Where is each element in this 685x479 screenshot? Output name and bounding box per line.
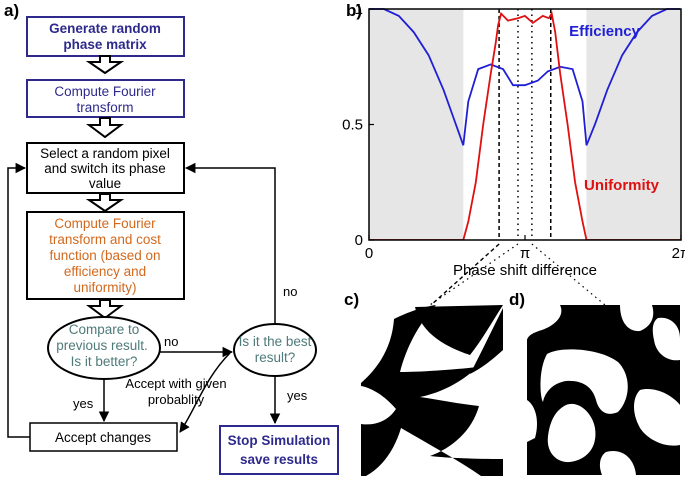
edge-label-no-2: no (283, 284, 297, 299)
select-pixel-line2: and switch its phase (44, 161, 166, 176)
cost-function-box (26, 211, 185, 300)
connector-dotted-c (429, 243, 519, 306)
generate-matrix-box (26, 16, 185, 57)
best-result-line1: Is it the best (239, 334, 312, 349)
hollow-arrow-2 (86, 117, 124, 139)
edge-label-prob-line2: probablity (148, 392, 205, 407)
accept-changes-box (29, 422, 178, 452)
edge-label-no-1: no (164, 334, 178, 349)
hollow-arrow-4 (86, 299, 124, 320)
compare-line3: Is it better? (71, 354, 138, 369)
phase-pattern-c (361, 305, 503, 476)
stop-simulation-line1: Stop Simulation (228, 433, 331, 448)
edge-label-yes-2: yes (287, 388, 308, 403)
shaded-region-1 (586, 9, 681, 240)
generate-matrix-line1: Generate random (49, 21, 161, 36)
fourier-transform-box (26, 79, 185, 118)
compare-line2: previous result. (56, 338, 148, 353)
accept-changes-label: Accept changes (55, 430, 151, 445)
series-line-efficiency (369, 8, 680, 146)
hollow-arrow-1 (85, 55, 125, 75)
cost-function-line4: efficiency and (64, 264, 146, 279)
connector-to-c (430, 243, 500, 306)
cost-function-line5: uniformity) (73, 280, 136, 295)
y-tick-label-2: 1 (355, 1, 363, 18)
arrow-accept-loop (7, 162, 30, 438)
series-line-uniformity (369, 11, 680, 240)
panel-label-c: c) (344, 290, 359, 309)
legend-uniformity: Uniformity (584, 177, 660, 194)
arrow-accept-probability (179, 352, 231, 433)
panel-label-a: a) (4, 1, 19, 20)
panel-label-d: d) (509, 290, 525, 309)
edge-label-prob-line1: Accept with given (125, 376, 226, 391)
y-tick-label-0: 0 (355, 232, 363, 249)
x-tick-label-1: π (520, 245, 530, 262)
cost-function-line1: Compute Fourier (54, 216, 156, 231)
generate-matrix-line2: phase matrix (63, 37, 147, 52)
stop-simulation-line2: save results (240, 452, 318, 467)
panel-label-b: b) (346, 1, 362, 20)
best-result-line2: result? (255, 350, 296, 365)
stop-simulation-box (219, 425, 339, 475)
select-pixel-line3: value (89, 176, 121, 191)
x-tick-label-0: 0 (365, 245, 373, 262)
hollow-arrow-3 (85, 193, 125, 213)
fourier-transform-line2: transform (76, 100, 133, 115)
edge-label-yes-1: yes (73, 396, 94, 411)
y-tick-label-1: 0.5 (342, 117, 363, 134)
phase-pattern-d (527, 305, 680, 475)
legend-efficiency: Efficiency (569, 23, 641, 40)
select-pixel-line1: Select a random pixel (40, 146, 170, 161)
x-tick-label-2: 2π (672, 245, 685, 262)
shaded-region-0 (369, 9, 464, 240)
compare-line1: Compare to (69, 322, 140, 337)
phase-shift-chart: 0 0.5 1 0 π 2πPhase shift difference Efficienc… (342, 1, 685, 306)
arrow-best-no-loop (184, 162, 276, 324)
cost-function-line2: transform and cost (49, 232, 161, 247)
x-axis-label: Phase shift difference (453, 262, 597, 279)
cost-function-line3: function (based on (49, 248, 160, 263)
fourier-transform-line1: Compute Fourier (54, 84, 156, 99)
